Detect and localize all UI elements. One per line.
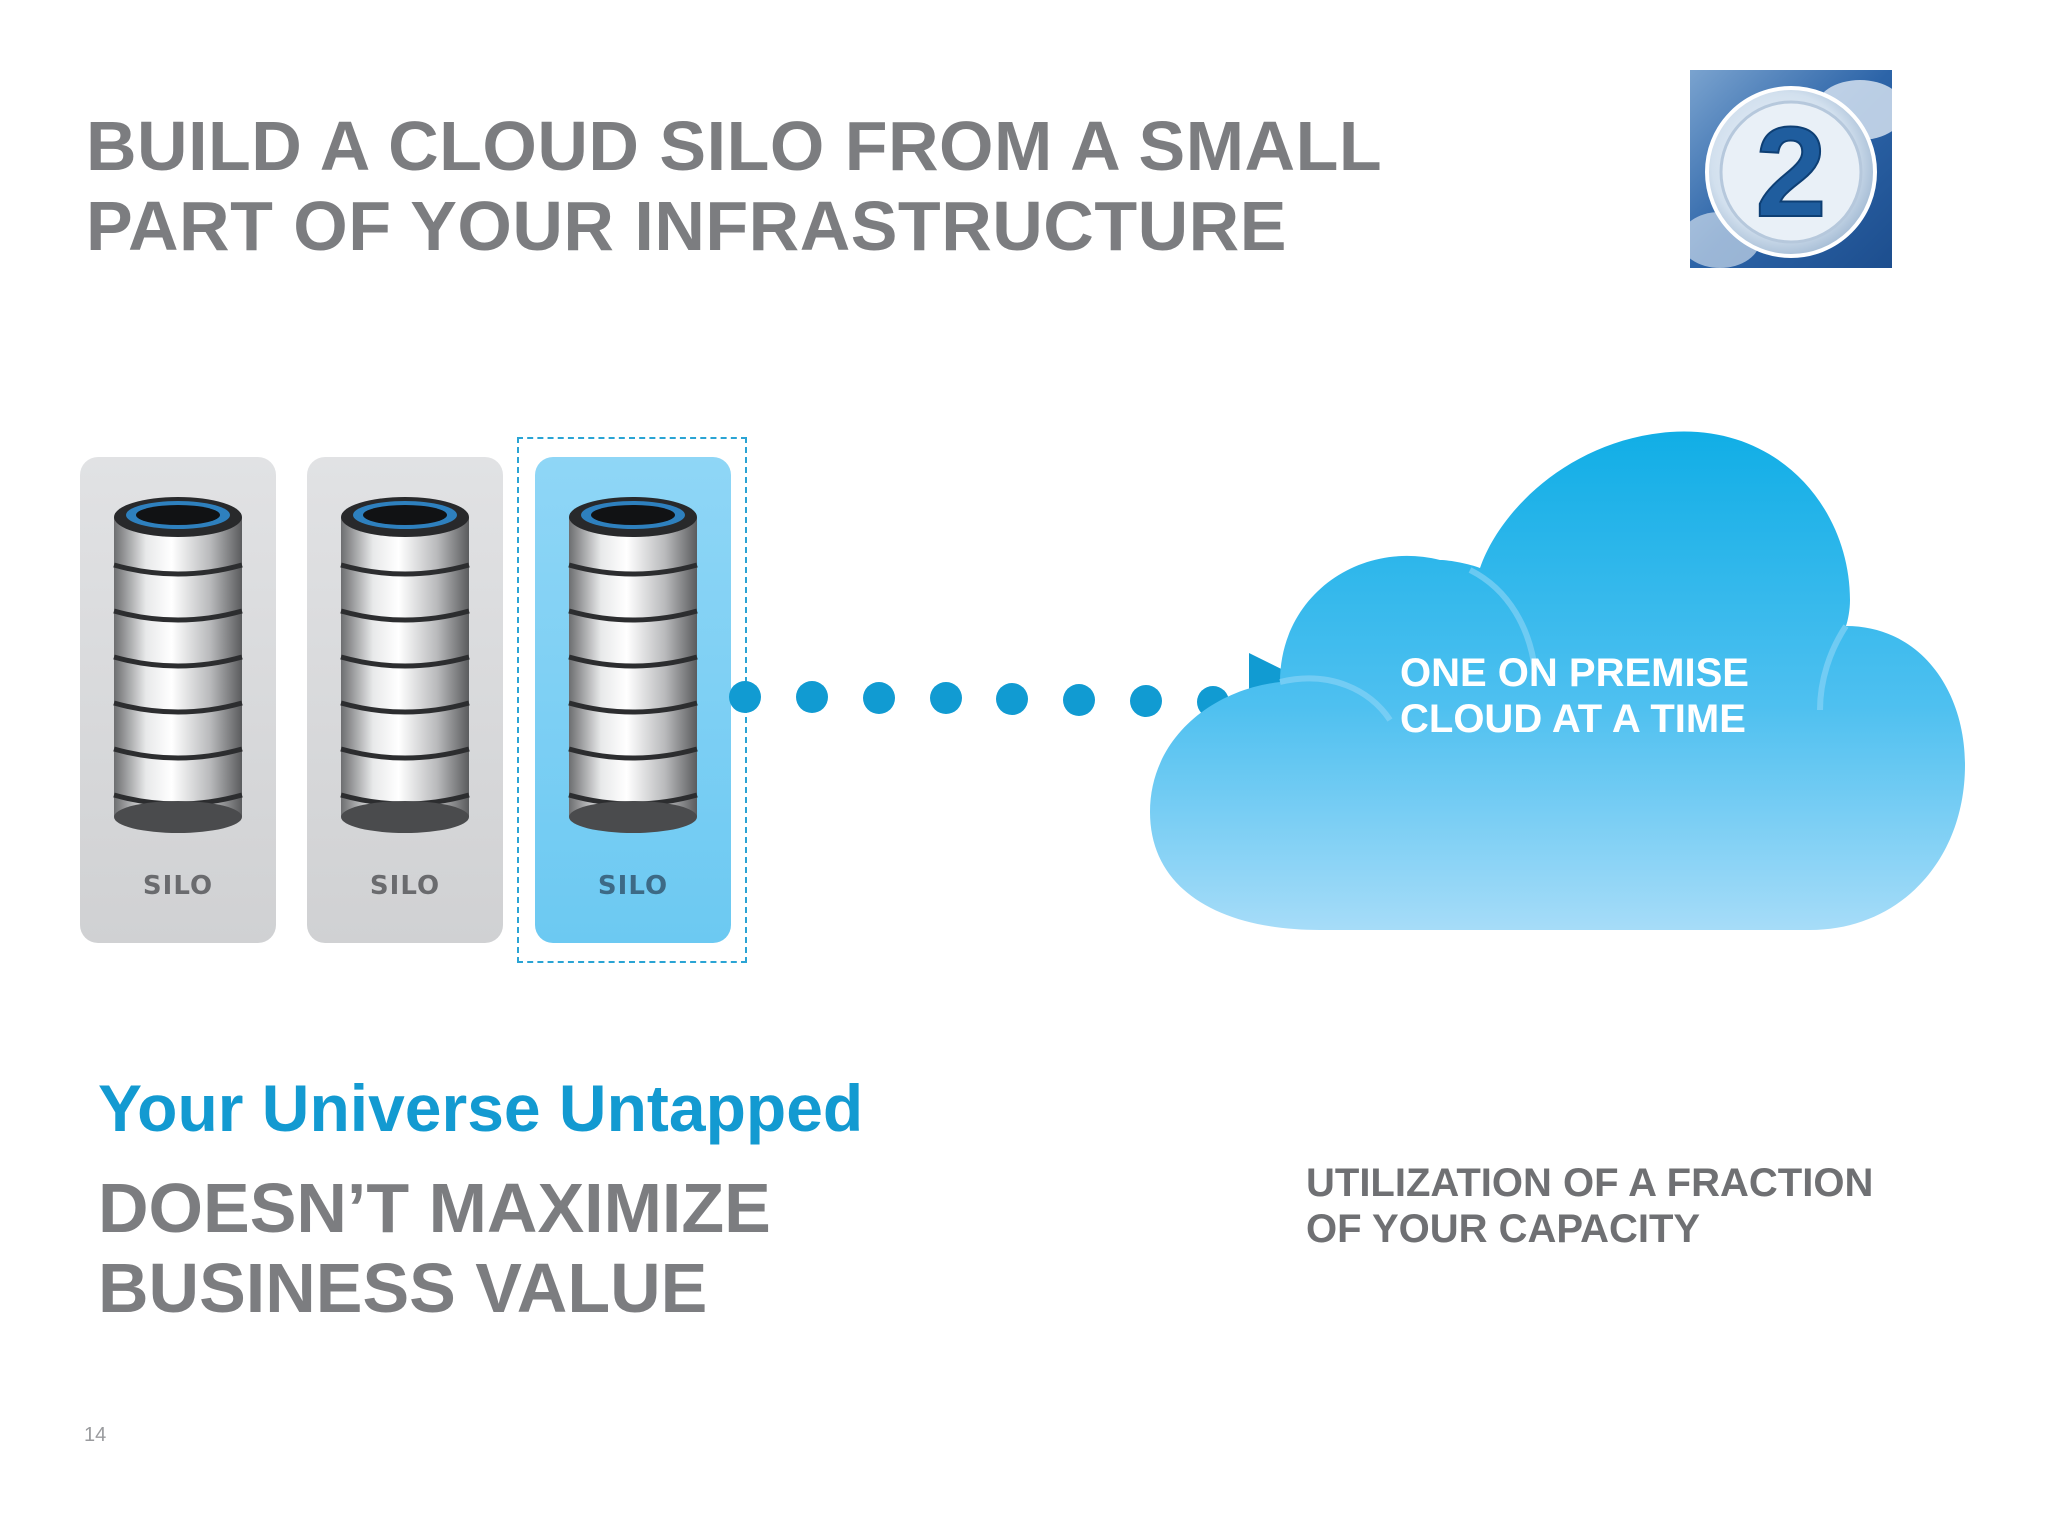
- silo-label: SILO: [142, 871, 214, 901]
- slide-title-line1: BUILD A CLOUD SILO FROM A SMALL: [86, 107, 1383, 185]
- number-2-badge-icon: 2: [1690, 70, 1892, 268]
- database-stack-icon: [340, 497, 470, 833]
- utilization-line2: OF YOUR CAPACITY: [1306, 1207, 1701, 1251]
- subhead: DOESN’T MAXIMIZE BUSINESS VALUE: [98, 1168, 998, 1328]
- cloud-caption: ONE ON PREMISE CLOUD AT A TIME: [1400, 650, 1800, 742]
- silo-card-1: SILO: [80, 457, 276, 943]
- database-stack-icon: [113, 497, 243, 833]
- database-stack-icon: [568, 497, 698, 833]
- selection-dashed-box: [517, 437, 747, 963]
- cloud-shape-icon: [1150, 431, 1965, 930]
- tagline: Your Universe Untapped: [98, 1071, 864, 1145]
- utilization-line1: UTILIZATION OF A FRACTION: [1306, 1161, 1874, 1205]
- subhead-line1: DOESN’T MAXIMIZE: [98, 1169, 771, 1247]
- page-number: 14: [84, 1424, 107, 1446]
- subhead-line2: BUSINESS VALUE: [98, 1249, 708, 1327]
- utilization-caption: UTILIZATION OF A FRACTION OF YOUR CAPACI…: [1306, 1160, 2006, 1252]
- cloud-caption-line1: ONE ON PREMISE: [1400, 651, 1749, 695]
- silo-card-3-highlighted: SILO: [535, 457, 731, 943]
- silo-card-2: SILO: [307, 457, 503, 943]
- silo-label: SILO: [597, 871, 669, 901]
- slide-title: BUILD A CLOUD SILO FROM A SMALL PART OF …: [86, 106, 1486, 266]
- silo-label: SILO: [369, 871, 441, 901]
- slide-title-line2: PART OF YOUR INFRASTRUCTURE: [86, 187, 1287, 265]
- cloud-caption-line2: CLOUD AT A TIME: [1400, 697, 1746, 741]
- badge-number: 2: [1755, 101, 1826, 244]
